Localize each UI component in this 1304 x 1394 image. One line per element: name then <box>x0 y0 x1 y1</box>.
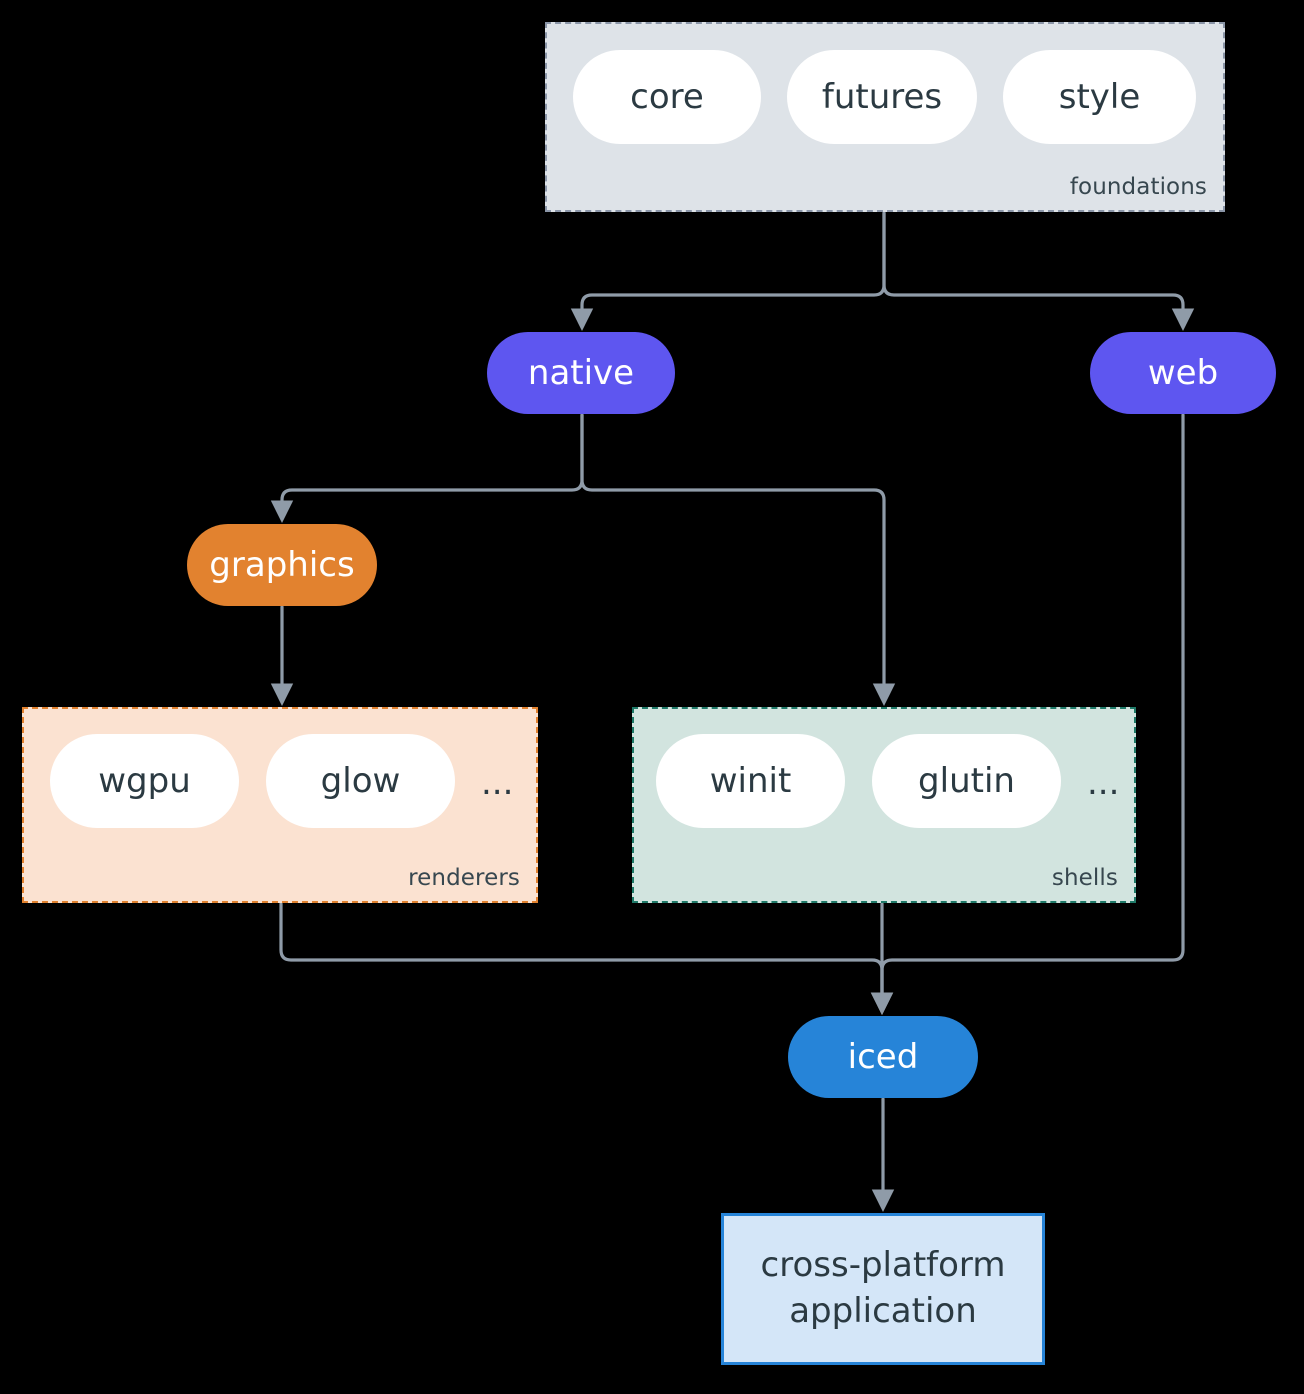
shells-ellipsis: ... <box>1087 763 1120 803</box>
pill-style-label: style <box>1058 77 1141 117</box>
cluster-label-foundations: foundations <box>1069 174 1207 200</box>
node-web[interactable]: web <box>1090 332 1276 414</box>
renderers-ellipsis: ... <box>481 763 514 803</box>
node-web-label: web <box>1147 353 1219 393</box>
pill-wgpu[interactable]: wgpu <box>50 734 239 828</box>
pill-glow-label: glow <box>320 761 401 801</box>
application-line-1: cross-platform <box>760 1245 1006 1286</box>
node-graphics[interactable]: graphics <box>187 524 377 606</box>
node-graphics-label: graphics <box>209 545 355 585</box>
pill-core-label: core <box>630 77 704 117</box>
pill-wgpu-label: wgpu <box>98 761 191 801</box>
pill-glow[interactable]: glow <box>266 734 455 828</box>
pill-style[interactable]: style <box>1003 50 1196 144</box>
edge-foundations-web <box>882 211 1195 331</box>
pill-winit-label: winit <box>709 761 792 801</box>
pill-winit[interactable]: winit <box>656 734 845 828</box>
edge-foundations-native <box>570 211 886 331</box>
pill-futures-label: futures <box>821 77 943 117</box>
node-iced[interactable]: iced <box>788 1016 978 1098</box>
node-native-label: native <box>527 353 635 393</box>
edge-renderers-iced <box>279 902 894 1015</box>
pill-core[interactable]: core <box>573 50 761 144</box>
pill-glutin-label: glutin <box>918 761 1015 801</box>
cluster-label-renderers: renderers <box>408 865 520 891</box>
edge-native-graphics <box>270 413 584 523</box>
cluster-label-shells: shells <box>1051 865 1118 891</box>
node-application[interactable]: cross-platform application <box>721 1213 1045 1365</box>
edge-native-shells <box>580 413 896 706</box>
node-iced-label: iced <box>847 1037 919 1077</box>
pill-futures[interactable]: futures <box>787 50 977 144</box>
application-line-2: application <box>789 1291 977 1331</box>
node-native[interactable]: native <box>487 332 675 414</box>
pill-glutin[interactable]: glutin <box>872 734 1061 828</box>
